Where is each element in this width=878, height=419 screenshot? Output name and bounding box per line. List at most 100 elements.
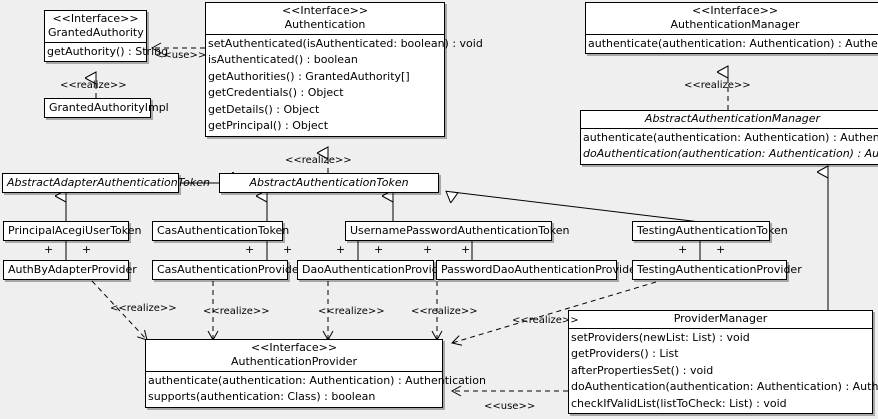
class-header: CasAuthenticationToken — [153, 222, 290, 240]
edge-label-use-provider-manager: <<use>> — [484, 401, 536, 412]
class-testing-authentication-provider[interactable]: TestingAuthenticationProvider — [632, 260, 802, 280]
class-name: GrantedAuthorityImpl — [49, 101, 169, 114]
class-header: AbstractAdapterAuthenticationToken — [3, 174, 210, 192]
multiplicity-upat-dao-right: + — [374, 243, 384, 256]
class-name: AbstractAdapterAuthenticationToken — [7, 176, 210, 189]
class-name: AuthenticationManager — [670, 17, 800, 31]
operation: doAuthentication(authentication: Authent… — [583, 147, 878, 161]
operations-compartment: setAuthenticated(isAuthenticated: boolea… — [206, 33, 483, 136]
class-abstract-adapter-authentication-token[interactable]: AbstractAdapterAuthenticationToken — [2, 173, 210, 193]
operation: authenticate(authentication: Authenticat… — [588, 36, 878, 50]
class-granted-authority[interactable]: <<Interface>> GrantedAuthority getAuthor… — [44, 10, 169, 62]
class-name: TestingAuthenticationProvider — [637, 263, 802, 276]
class-name: AbstractAuthenticationManager — [644, 112, 821, 125]
class-header: PasswordDaoAuthenticationProvider — [437, 261, 641, 279]
multiplicity-upat-dao-left: + — [336, 243, 346, 256]
class-name: AuthByAdapterProvider — [8, 263, 137, 276]
operation: checkIfValidList(listToCheck: List) : vo… — [571, 396, 787, 410]
edge-label-realize-password-dao-provider: <<realize>> — [411, 306, 478, 317]
stereotype-label: <<Interface>> — [250, 341, 338, 354]
class-header: UsernamePasswordAuthenticationToken — [346, 222, 570, 240]
operation: isAuthenticated() : boolean — [208, 53, 358, 66]
multiplicity-principal-right: + — [82, 243, 92, 256]
stereotype-label: <<Interface>> — [281, 4, 369, 17]
class-header: <<Interface>> Authentication — [206, 3, 444, 34]
class-name: AuthenticationProvider — [230, 354, 358, 368]
class-header: <<Interface>> GrantedAuthority — [45, 11, 146, 42]
stereotype-label: <<Interface>> — [691, 4, 779, 17]
operations-compartment: authenticate(authentication: Authenticat… — [146, 370, 486, 407]
class-header: <<Interface>> AuthenticationProvider — [146, 340, 442, 371]
operation: getAuthority() : String — [47, 44, 169, 58]
class-name: CasAuthenticationToken — [157, 224, 290, 237]
class-authentication[interactable]: <<Interface>> Authentication setAuthenti… — [205, 2, 483, 137]
class-name: ProviderManager — [673, 312, 768, 325]
edge-label-realize-testing-authentication-provider: <<realize>> — [512, 315, 579, 326]
class-username-password-authentication-token[interactable]: UsernamePasswordAuthenticationToken — [345, 221, 570, 241]
operation: setProviders(newList: List) : void — [571, 330, 750, 344]
class-header: AuthByAdapterProvider — [4, 261, 137, 279]
edge-label-realize-auth-by-adapter-provider: <<realize>> — [110, 303, 177, 314]
class-header: CasAuthenticationProvider — [153, 261, 304, 279]
class-header: AbstractAuthenticationManager — [581, 111, 878, 128]
class-name: AbstractAuthenticationToken — [249, 176, 409, 189]
edge-label-realize-abstract-authentication-manager: <<realize>> — [684, 80, 751, 91]
operations-compartment: authenticate(authentication: Authenticat… — [581, 127, 878, 164]
class-provider-manager[interactable]: ProviderManager setProviders(newList: Li… — [568, 310, 878, 415]
class-auth-by-adapter-provider[interactable]: AuthByAdapterProvider — [3, 260, 137, 280]
class-abstract-authentication-token[interactable]: AbstractAuthenticationToken — [219, 173, 439, 193]
operation: getDetails() : Object — [208, 102, 320, 116]
class-header: ProviderManager — [569, 311, 872, 328]
class-name: Authentication — [284, 17, 366, 31]
class-cas-authentication-token[interactable]: CasAuthenticationToken — [152, 221, 290, 241]
class-dao-authentication-provider[interactable]: DaoAuthenticationProvider — [297, 260, 450, 280]
edge-label-use-authentication-granted-authority: <<use>> — [155, 50, 207, 61]
class-name: PrincipalAcegiUserToken — [8, 224, 142, 237]
class-header: AbstractAuthenticationToken — [220, 174, 438, 192]
class-header: GrantedAuthorityImpl — [45, 99, 169, 117]
class-authentication-provider[interactable]: <<Interface>> AuthenticationProvider aut… — [145, 339, 486, 408]
operation: afterPropertiesSet() : void — [571, 363, 714, 377]
operation: getProviders() : List — [571, 347, 679, 361]
operation: doAuthentication(authentication: Authent… — [571, 380, 878, 394]
edge-label-realize-dao-authentication-provider: <<realize>> — [318, 306, 385, 317]
class-abstract-authentication-manager[interactable]: AbstractAuthenticationManager authentica… — [580, 110, 878, 165]
multiplicity-upat-password-right: + — [461, 243, 471, 256]
class-authentication-manager[interactable]: <<Interface>> AuthenticationManager auth… — [585, 2, 878, 54]
class-testing-authentication-token[interactable]: TestingAuthenticationToken — [632, 221, 788, 241]
operations-compartment: setProviders(newList: List) : void getPr… — [569, 327, 878, 414]
class-name: CasAuthenticationProvider — [157, 263, 304, 276]
class-name: UsernamePasswordAuthenticationToken — [350, 224, 570, 237]
multiplicity-principal-left: + — [44, 243, 54, 256]
operation: getAuthorities() : GrantedAuthority[] — [208, 69, 410, 83]
operation: getPrincipal() : Object — [208, 119, 329, 132]
operation: authenticate(authentication: Authenticat… — [583, 130, 878, 144]
edge-label-realize-cas-authentication-provider: <<realize>> — [203, 306, 270, 317]
edge-label-realize-abstract-authentication-token: <<realize>> — [285, 155, 352, 166]
multiplicity-cas-right: + — [283, 243, 293, 256]
class-header: TestingAuthenticationProvider — [633, 261, 802, 279]
class-header: PrincipalAcegiUserToken — [4, 222, 142, 240]
operation: getCredentials() : Object — [208, 86, 344, 99]
class-name: GrantedAuthority — [48, 25, 144, 39]
class-name: PasswordDaoAuthenticationProvider — [441, 263, 641, 276]
class-name: TestingAuthenticationToken — [637, 224, 788, 237]
operation: supports(authentication: Class) : boolea… — [148, 390, 376, 403]
operations-compartment: authenticate(authentication: Authenticat… — [586, 33, 878, 54]
class-name: DaoAuthenticationProvider — [302, 263, 450, 276]
class-granted-authority-impl[interactable]: GrantedAuthorityImpl — [44, 98, 169, 118]
stereotype-label: <<Interface>> — [52, 12, 139, 25]
class-header: TestingAuthenticationToken — [633, 222, 788, 240]
edge-label-realize-granted-authority-impl: <<realize>> — [60, 80, 127, 91]
edge-generalize-testing-authentication-token — [452, 192, 701, 223]
class-header: <<Interface>> AuthenticationManager — [586, 3, 878, 34]
class-password-dao-authentication-provider[interactable]: PasswordDaoAuthenticationProvider — [436, 260, 641, 280]
operation: authenticate(authentication: Authenticat… — [148, 373, 486, 387]
class-principal-acegi-user-token[interactable]: PrincipalAcegiUserToken — [3, 221, 142, 241]
class-cas-authentication-provider[interactable]: CasAuthenticationProvider — [152, 260, 304, 280]
multiplicity-upat-password-left: + — [423, 243, 433, 256]
operations-compartment: getAuthority() : String — [45, 41, 169, 62]
multiplicity-testing-right: + — [716, 243, 726, 256]
multiplicity-testing-left: + — [678, 243, 688, 256]
